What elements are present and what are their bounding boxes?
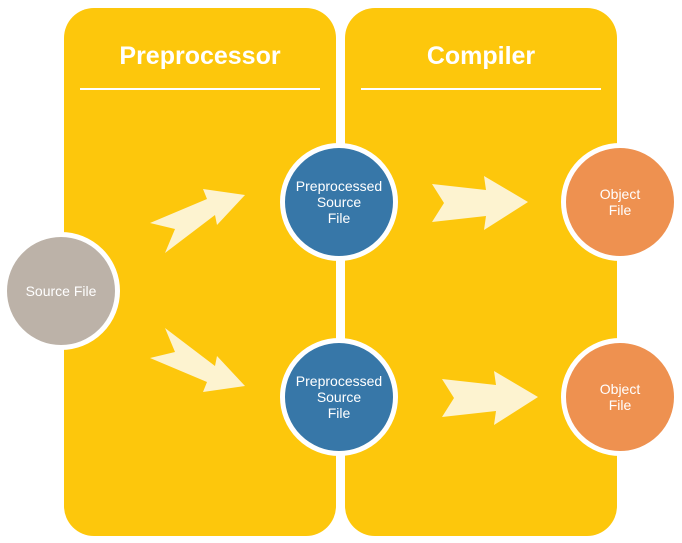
source-file-node: Source File (2, 232, 120, 350)
object-file-label-1: Object File (599, 186, 641, 218)
compiler-title-divider (361, 88, 601, 90)
object-file-node-1: Object File (561, 143, 679, 261)
preprocessed-source-file-label-2: Preprocessed Source File (295, 373, 383, 421)
object-file-node-2: Object File (561, 338, 679, 456)
preprocessed-source-file-label-1: Preprocessed Source File (295, 178, 383, 226)
preprocessed-source-file-node-1: Preprocessed Source File (280, 143, 398, 261)
arrow-preprocessed-2-to-object-2 (442, 371, 538, 425)
preprocessor-title: Preprocessor (119, 42, 281, 70)
source-file-label: Source File (25, 283, 97, 299)
compiler-title: Compiler (426, 42, 536, 70)
preprocessor-title-divider (80, 88, 320, 90)
object-file-label-2: Object File (599, 381, 641, 413)
preprocessed-source-file-node-2: Preprocessed Source File (280, 338, 398, 456)
arrow-source-to-preprocessed-2 (150, 328, 245, 392)
compiler-panel: Compiler (345, 8, 617, 536)
arrow-preprocessed-1-to-object-1 (432, 176, 528, 230)
arrow-source-to-preprocessed-1 (150, 189, 245, 253)
